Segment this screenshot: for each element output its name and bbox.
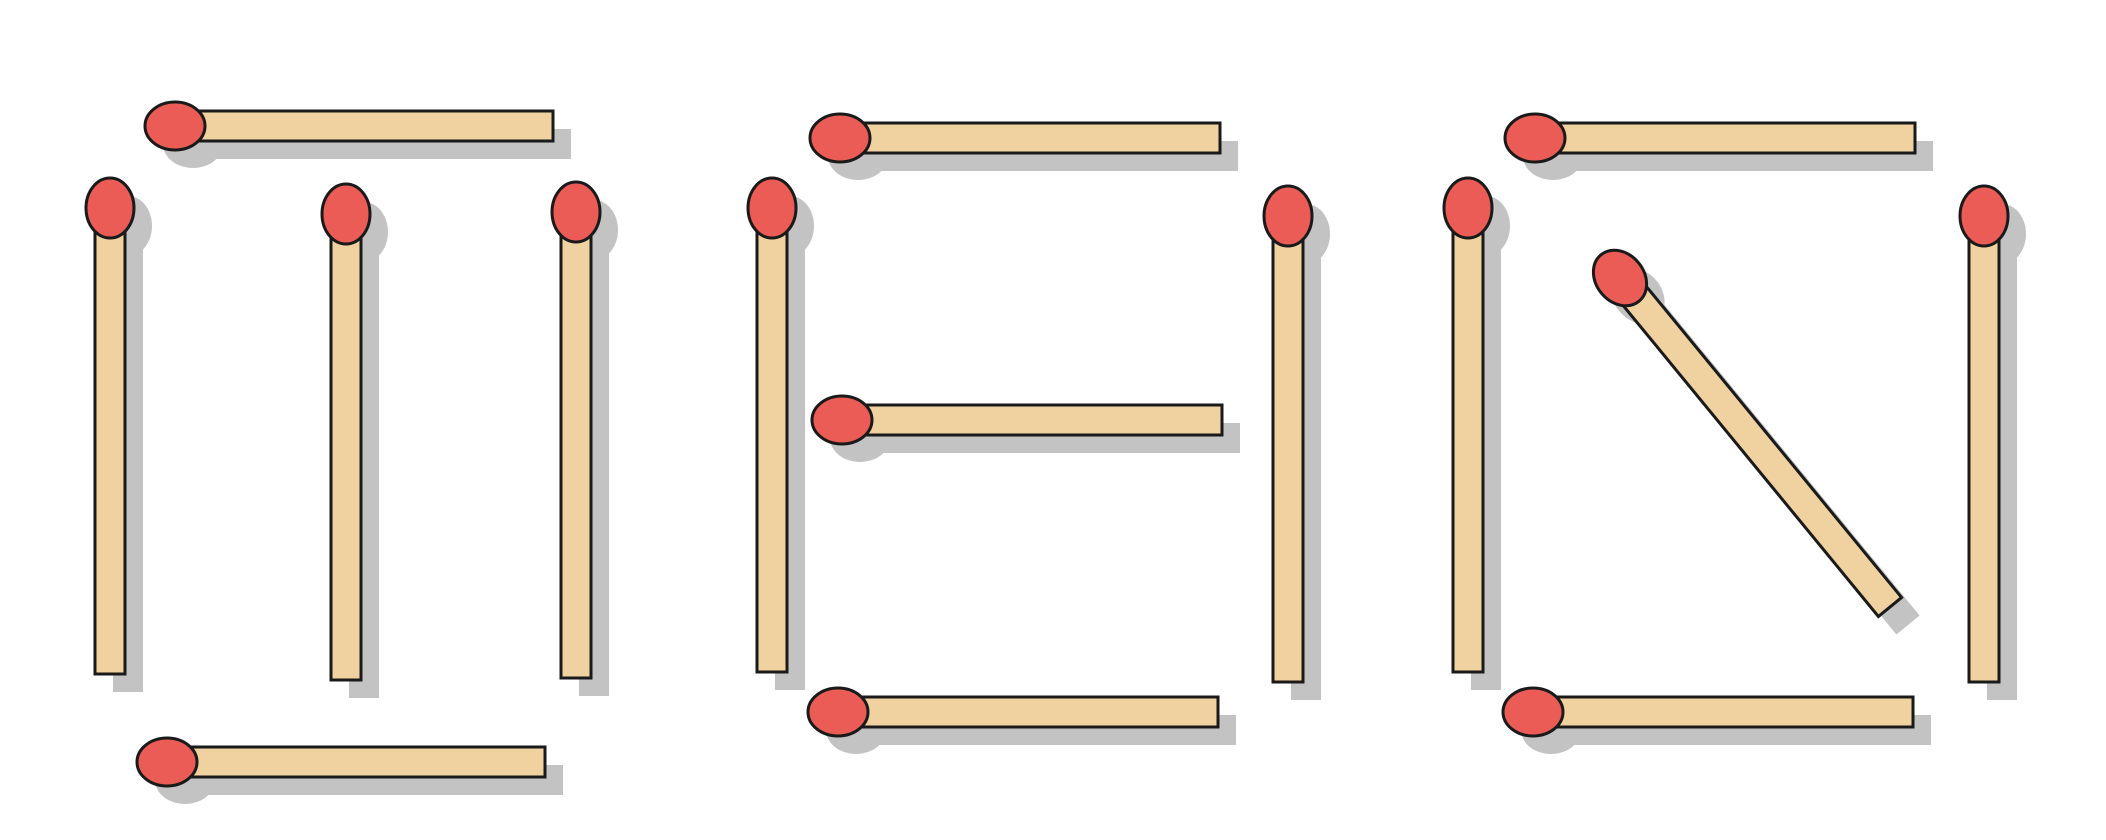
match-stick bbox=[1271, 231, 1305, 684]
group-2-match-bottom bbox=[806, 686, 1236, 754]
group-2-match-middle bbox=[810, 394, 1240, 462]
match-stick bbox=[329, 229, 363, 682]
match-head bbox=[808, 112, 872, 164]
match-stick bbox=[755, 223, 789, 674]
group-2-match-left bbox=[746, 176, 814, 690]
group-3-match-left bbox=[1442, 176, 1510, 690]
match-stick bbox=[857, 403, 1224, 437]
match-stick bbox=[1548, 695, 1915, 729]
match-head bbox=[1503, 112, 1567, 164]
group-2-match-right bbox=[1262, 184, 1330, 700]
group-1-match-bottom bbox=[135, 736, 563, 804]
match-stick bbox=[855, 121, 1222, 155]
match-stick bbox=[1550, 121, 1917, 155]
match-stick bbox=[182, 745, 547, 779]
match-head bbox=[1591, 248, 1649, 308]
match-head bbox=[143, 100, 207, 152]
match-head bbox=[320, 182, 372, 246]
group-1-match-left bbox=[84, 176, 152, 692]
match-head bbox=[1262, 184, 1314, 248]
group-3-match-top bbox=[1503, 112, 1933, 180]
group-1-match-right bbox=[550, 180, 618, 696]
group-3-match-right bbox=[1958, 184, 2026, 700]
match-stick bbox=[1967, 231, 2001, 684]
group-3-match-bottom bbox=[1501, 686, 1931, 754]
match-head bbox=[84, 176, 136, 240]
match-head bbox=[810, 394, 874, 446]
matches-layer bbox=[84, 100, 2026, 804]
group-1-match-middle bbox=[320, 182, 388, 698]
match-stick bbox=[190, 109, 555, 143]
group-3-match-diagonal bbox=[1591, 248, 1920, 635]
match-head bbox=[550, 180, 602, 244]
match-head bbox=[1501, 686, 1565, 738]
match-head bbox=[1958, 184, 2010, 248]
match-head bbox=[806, 686, 870, 738]
match-stick bbox=[853, 695, 1220, 729]
match-head bbox=[1442, 176, 1494, 240]
group-1-match-top bbox=[143, 100, 571, 168]
match-stick bbox=[559, 227, 593, 680]
group-2-match-top bbox=[808, 112, 1238, 180]
match-stick bbox=[1451, 223, 1485, 674]
match-stick bbox=[93, 223, 127, 676]
match-head bbox=[135, 736, 199, 788]
match-head bbox=[746, 176, 798, 240]
